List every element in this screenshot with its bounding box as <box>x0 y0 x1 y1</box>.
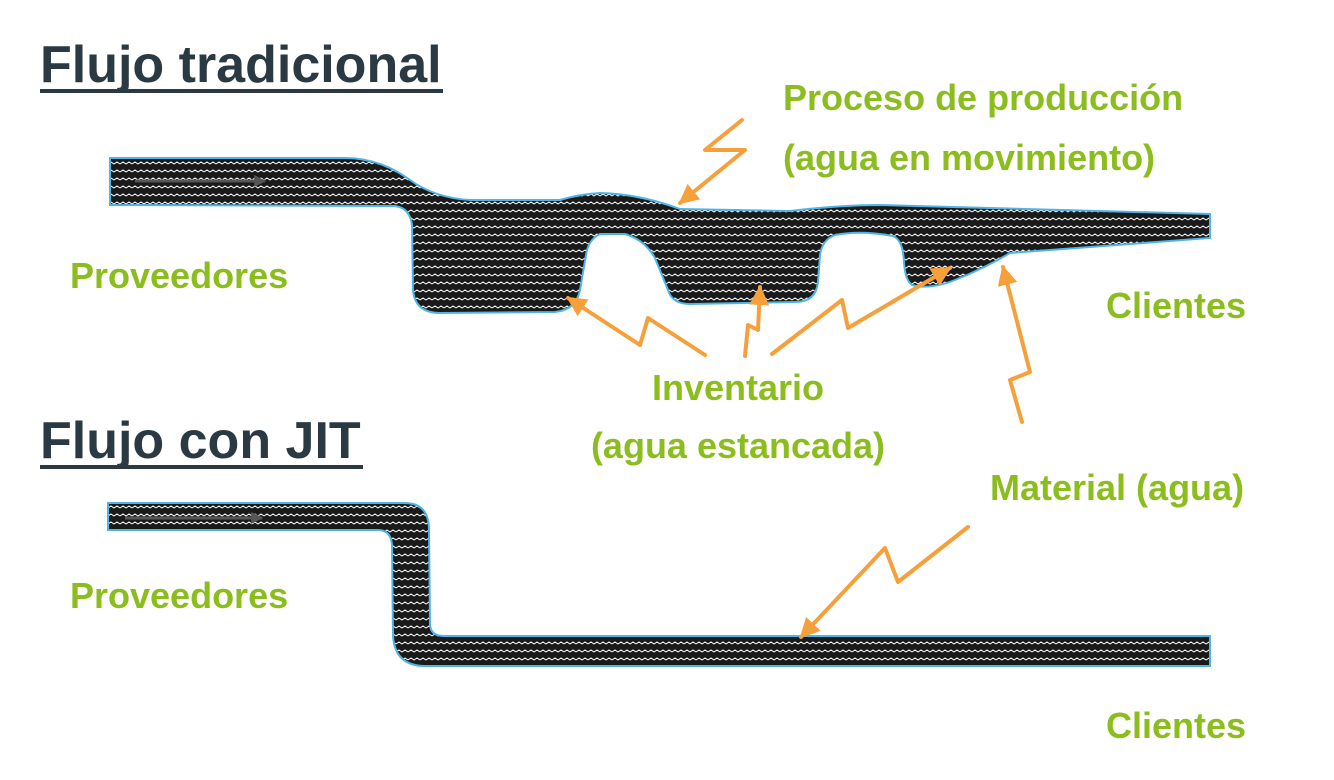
inventory-callout-arrow-1 <box>566 296 707 357</box>
suppliers-label-bottom: Proveedores <box>70 575 288 616</box>
inventory-callout-arrow-2 <box>743 285 770 358</box>
inventory-label-line1: Inventario <box>652 367 824 408</box>
suppliers-label-top: Proveedores <box>70 255 288 296</box>
process-label: Proceso de producción (agua en movimient… <box>783 77 1183 178</box>
jit-flow-heading: Flujo con JIT <box>40 412 363 470</box>
jit-flow-title: Flujo con JIT <box>40 412 361 470</box>
customers-label-top: Clientes <box>1106 285 1246 326</box>
traditional-flow-heading: Flujo tradicional <box>40 36 443 94</box>
inventory-label: Inventario (agua estancada) <box>591 367 885 466</box>
jit-flow-underline <box>40 465 363 469</box>
material-callout-arrow-top <box>997 265 1032 424</box>
material-label: Material (agua) <box>990 467 1244 508</box>
traditional-flow-underline <box>40 89 443 93</box>
process-label-line1: Proceso de producción <box>783 77 1183 118</box>
inventory-label-line2: (agua estancada) <box>591 425 885 466</box>
process-callout-arrow <box>678 118 747 205</box>
customers-label-bottom: Clientes <box>1106 705 1246 746</box>
traditional-flow-title: Flujo tradicional <box>40 36 442 94</box>
process-label-line2: (agua en movimiento) <box>783 137 1155 178</box>
inventory-callout-arrow-3 <box>770 266 952 356</box>
material-callout-arrow-bottom <box>799 525 970 639</box>
